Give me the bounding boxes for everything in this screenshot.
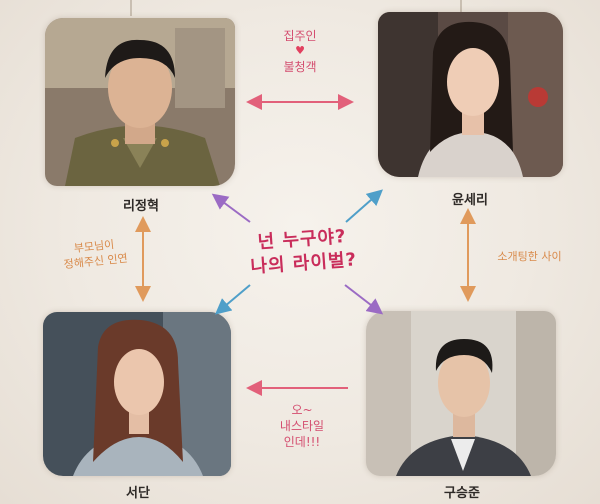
name-bottom-right: 구승준 xyxy=(444,486,480,501)
relation-right-line1: 소개팅한 사이 xyxy=(497,250,562,263)
name-top-left: 리정혁 xyxy=(123,199,159,214)
photo-top-left xyxy=(45,18,235,186)
photo-bottom-left xyxy=(43,312,231,476)
relation-bottom-line1: 오~ xyxy=(291,403,313,417)
name-top-right: 윤세리 xyxy=(452,193,488,208)
arrow-diag-bottom-right xyxy=(344,284,384,315)
arrow-diag-top-left xyxy=(211,193,251,223)
relation-bottom-note: 오~ 내스타일 인데!!! xyxy=(262,402,342,451)
arrow-diag-top-right xyxy=(345,189,383,223)
photo-top-right xyxy=(378,12,563,177)
hanging-string xyxy=(460,0,462,16)
heart-icon: ♥ xyxy=(295,44,305,58)
arrow-diag-bottom-left xyxy=(214,284,251,315)
name-bottom-left: 서단 xyxy=(126,486,150,501)
relation-top-line2: 불청객 xyxy=(283,60,317,75)
relation-top-line1: 집주인 xyxy=(283,29,317,43)
relation-bottom-line2: 내스타일 xyxy=(279,419,325,434)
relation-bottom-line3: 인데!!! xyxy=(283,435,321,450)
relation-top-note: 집주인 ♥ 불청객 xyxy=(265,28,335,75)
relation-right-note: 소개팅한 사이 xyxy=(472,250,587,265)
photo-bottom-right xyxy=(366,311,556,476)
hanging-string xyxy=(130,0,132,16)
